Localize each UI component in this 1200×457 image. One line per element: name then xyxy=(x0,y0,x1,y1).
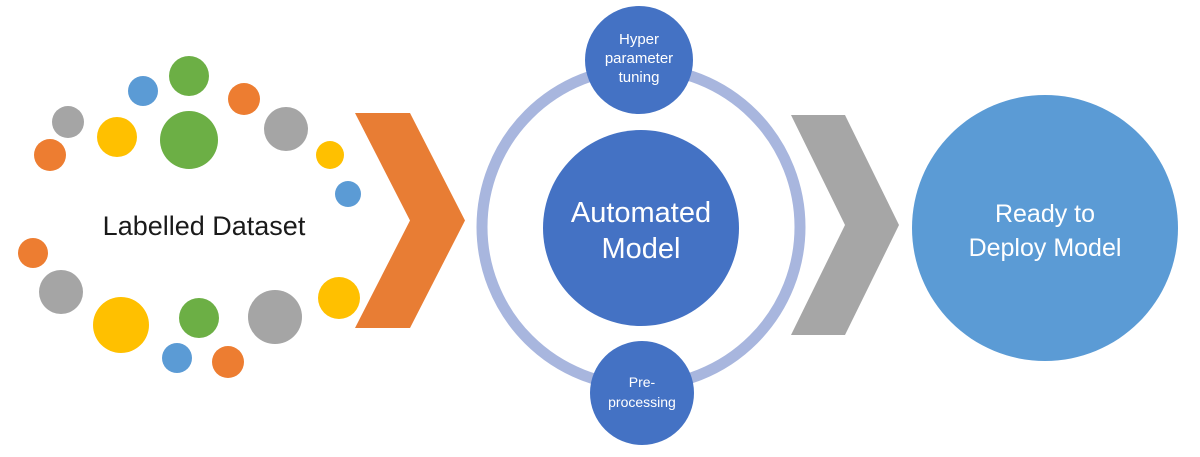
dataset-dot xyxy=(179,298,219,338)
chevron-right-icon-gray xyxy=(791,115,899,335)
dataset-dot xyxy=(97,117,137,157)
dataset-dot xyxy=(52,106,84,138)
stage-automated-model[interactable]: Hyper parameter tuning Pre- processing A… xyxy=(476,6,806,445)
dataset-dot xyxy=(39,270,83,314)
dataset-dot xyxy=(316,141,344,169)
automated-model-line-2: Model xyxy=(602,233,681,265)
dataset-dot xyxy=(212,346,244,378)
dataset-dot xyxy=(264,107,308,151)
automated-model-node[interactable]: Automated Model xyxy=(543,130,739,326)
hyperparameter-tuning-line-3: tuning xyxy=(619,69,660,86)
automated-model-circle xyxy=(543,130,739,326)
stage-labelled-dataset[interactable]: Labelled Dataset xyxy=(18,56,361,378)
dataset-dot xyxy=(248,290,302,344)
dataset-dot xyxy=(318,277,360,319)
satellite-preprocessing[interactable]: Pre- processing xyxy=(590,341,694,445)
dataset-dot xyxy=(128,76,158,106)
hyperparameter-tuning-line-2: parameter xyxy=(605,50,673,67)
ready-to-deploy-circle xyxy=(912,95,1178,361)
chevron-1-shape xyxy=(355,113,465,328)
automated-model-line-1: Automated xyxy=(571,197,711,229)
chevron-right-icon-orange xyxy=(355,113,465,328)
ready-to-deploy-line-1: Ready to xyxy=(995,200,1095,228)
satellite-hyperparameter-tuning[interactable]: Hyper parameter tuning xyxy=(585,6,693,114)
dataset-dot xyxy=(169,56,209,96)
dataset-dot xyxy=(34,139,66,171)
hyperparameter-tuning-circle xyxy=(585,6,693,114)
dataset-dot xyxy=(18,238,48,268)
dataset-dot xyxy=(162,343,192,373)
preprocessing-circle xyxy=(590,341,694,445)
dataset-dot-cluster xyxy=(18,56,361,378)
labelled-dataset-label: Labelled Dataset xyxy=(103,211,306,241)
preprocessing-line-2: processing xyxy=(608,394,676,410)
preprocessing-line-1: Pre- xyxy=(629,374,656,390)
dataset-dot xyxy=(93,297,149,353)
dataset-dot xyxy=(335,181,361,207)
stage-ready-to-deploy-model[interactable]: Ready to Deploy Model xyxy=(912,95,1178,361)
hyperparameter-tuning-line-1: Hyper xyxy=(619,31,659,48)
ready-to-deploy-line-2: Deploy Model xyxy=(969,234,1122,262)
dataset-dot xyxy=(160,111,218,169)
chevron-2-shape xyxy=(791,115,899,335)
dataset-dot xyxy=(228,83,260,115)
